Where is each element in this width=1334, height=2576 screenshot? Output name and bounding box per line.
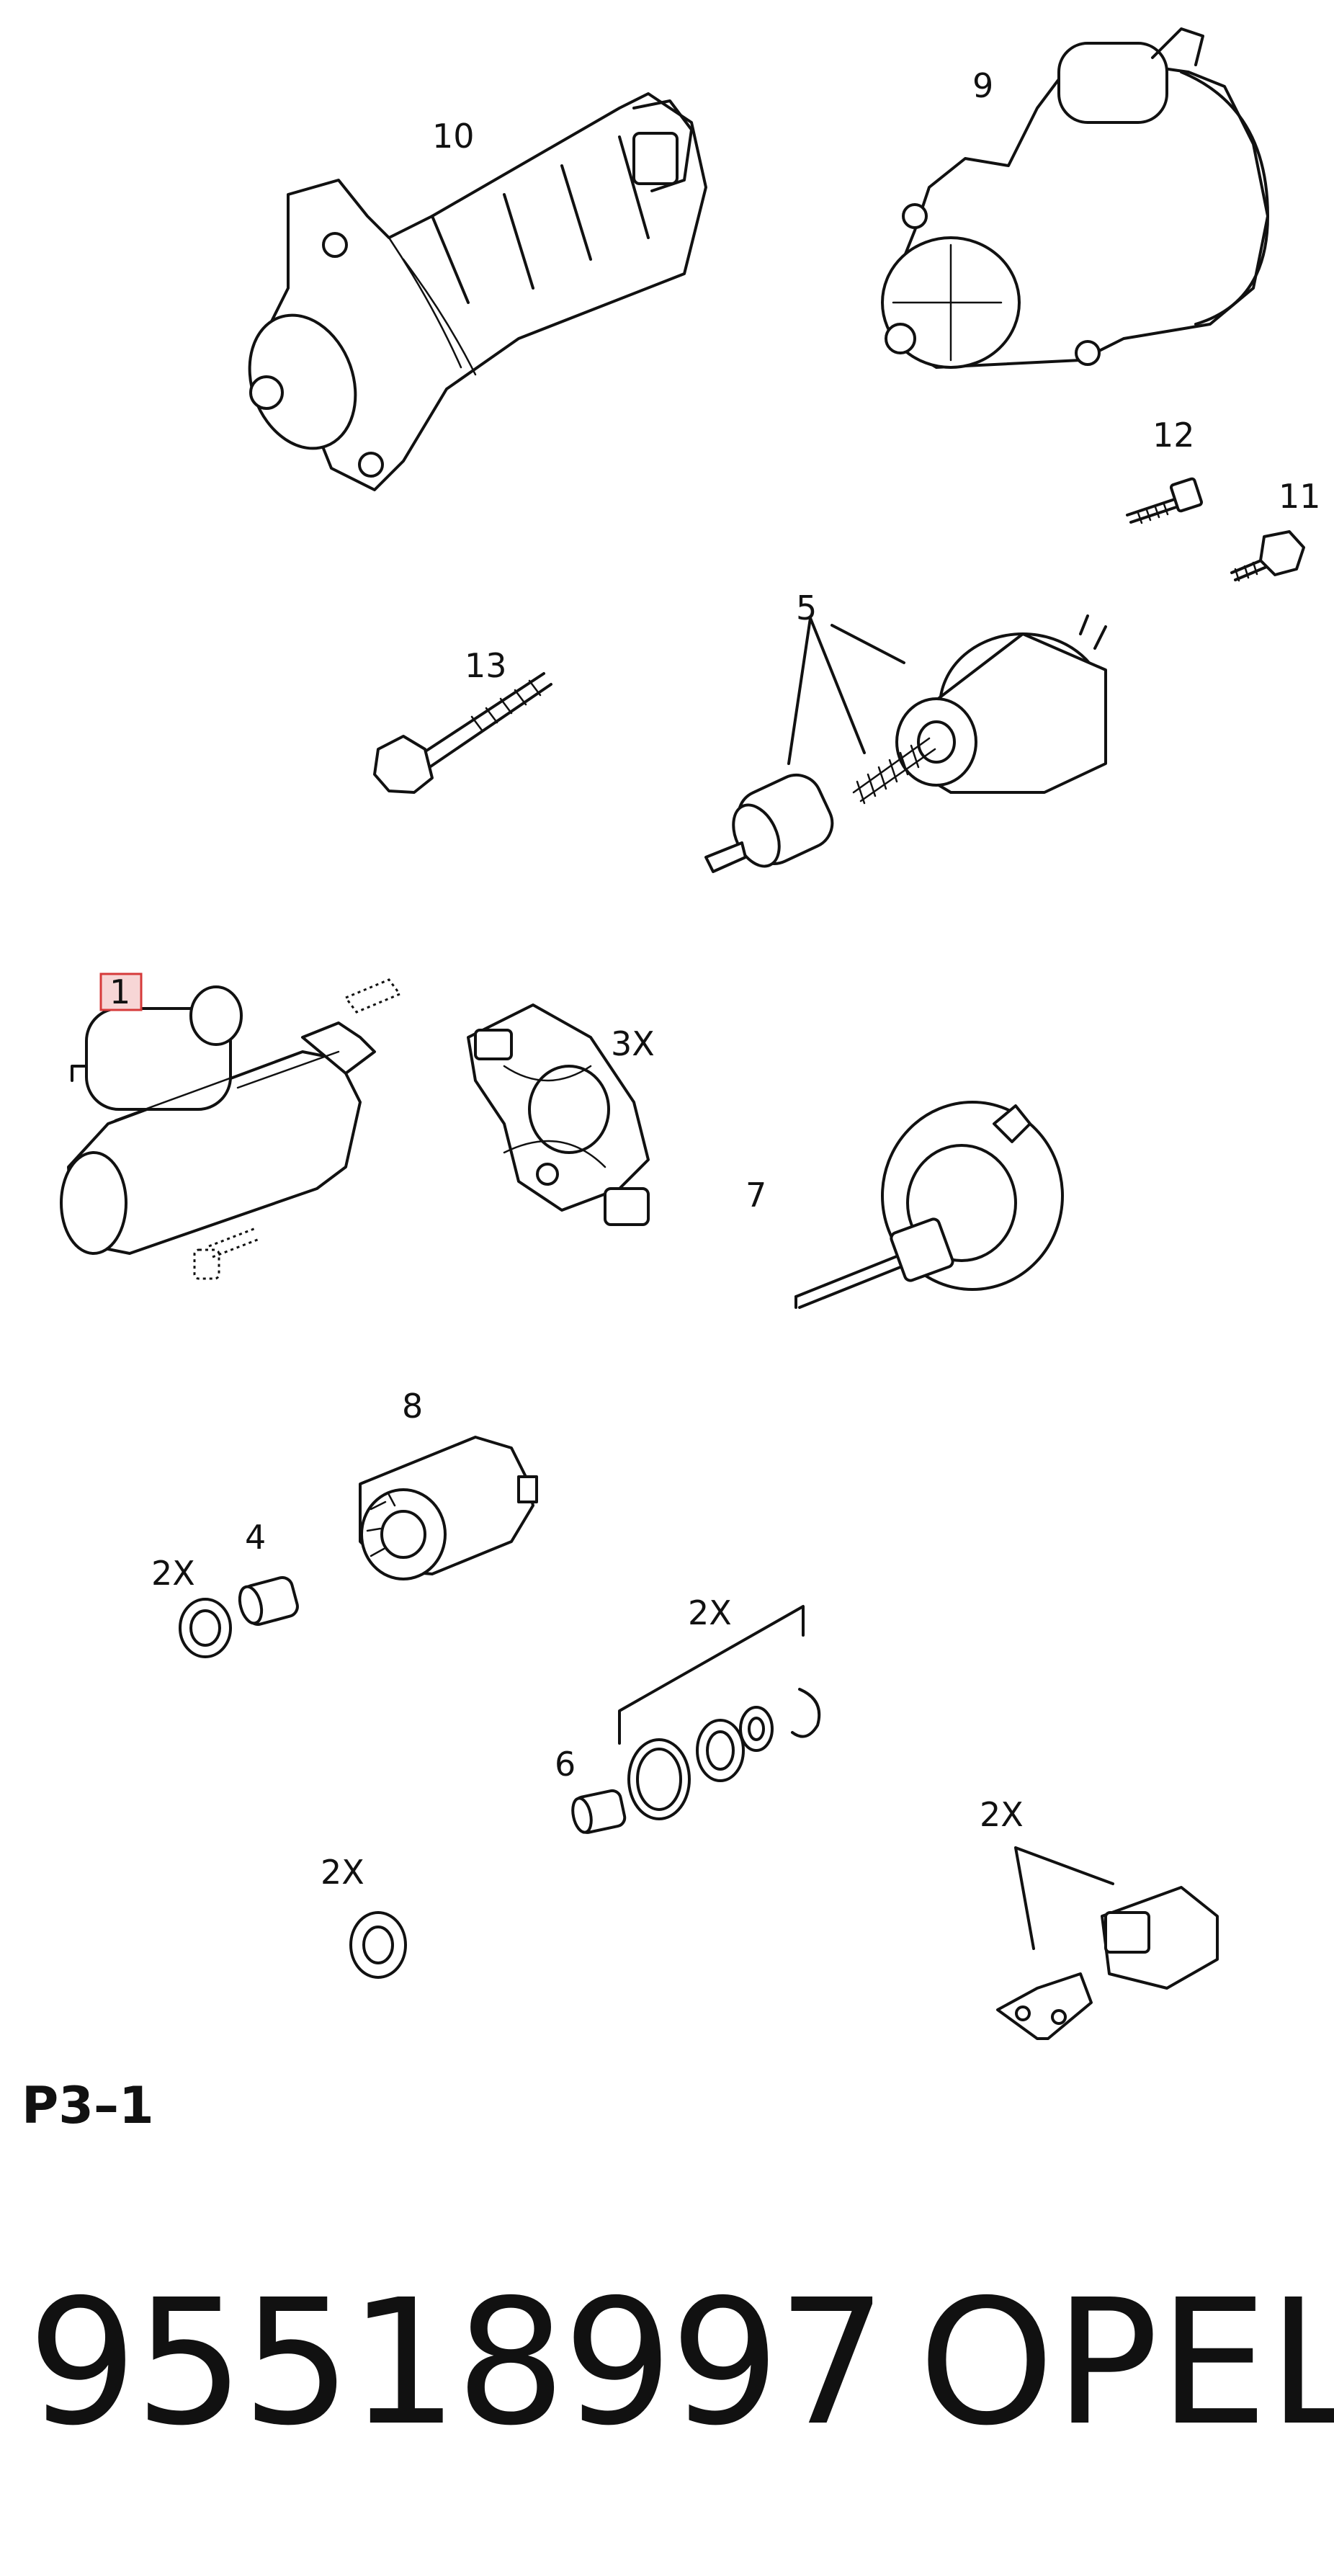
callout-12: 12 [1152, 416, 1195, 455]
callout-2x-washers: 2X [688, 1593, 732, 1632]
callout-2x-bushing: 2X [151, 1554, 195, 1593]
part-2x-terminal-connector[interactable] [996, 1846, 1219, 2040]
callout-7: 7 [746, 1176, 766, 1215]
callout-2x-terminal: 2X [980, 1795, 1024, 1834]
part-7-armature-shaft[interactable] [794, 1101, 1064, 1309]
part-2x-ring[interactable] [349, 1911, 407, 1979]
callout-2x-ring: 2X [321, 1853, 364, 1892]
callout-1: 1 [109, 972, 130, 1011]
callout-4: 4 [245, 1518, 266, 1557]
callout-11: 11 [1279, 477, 1321, 516]
brand-name: OPEL [918, 2262, 1334, 2464]
part-13-long-bolt[interactable] [373, 672, 552, 794]
callout-9: 9 [972, 66, 993, 105]
callout-6: 6 [555, 1745, 576, 1784]
part-3x-brush-holder[interactable] [467, 1003, 650, 1226]
part-12-screw[interactable] [1126, 477, 1203, 524]
callout-8: 8 [402, 1387, 423, 1426]
part-5-solenoid-assembly[interactable] [704, 614, 1107, 874]
part-11-bolt[interactable] [1230, 530, 1305, 582]
part-2x-washer-set[interactable] [618, 1605, 821, 1820]
part-10-starter-motor[interactable] [232, 92, 707, 491]
part-8-pinion-drive[interactable] [359, 1436, 538, 1580]
part-number: 95518997 [27, 2262, 887, 2464]
callout-10: 10 [432, 117, 475, 156]
callout-5: 5 [796, 589, 817, 627]
part-9-starter-motor[interactable] [881, 27, 1269, 369]
part-6-bushing[interactable] [570, 1789, 627, 1834]
callout-1-highlight [99, 972, 143, 1011]
callout-3x: 3X [611, 1024, 655, 1063]
page-code: P3–1 [22, 2076, 154, 2135]
callout-13: 13 [465, 646, 507, 685]
part-1-starter-assembly[interactable] [60, 978, 402, 1280]
part-4-bushing[interactable] [236, 1575, 300, 1627]
part-2x-bushing-ring[interactable] [179, 1598, 232, 1658]
